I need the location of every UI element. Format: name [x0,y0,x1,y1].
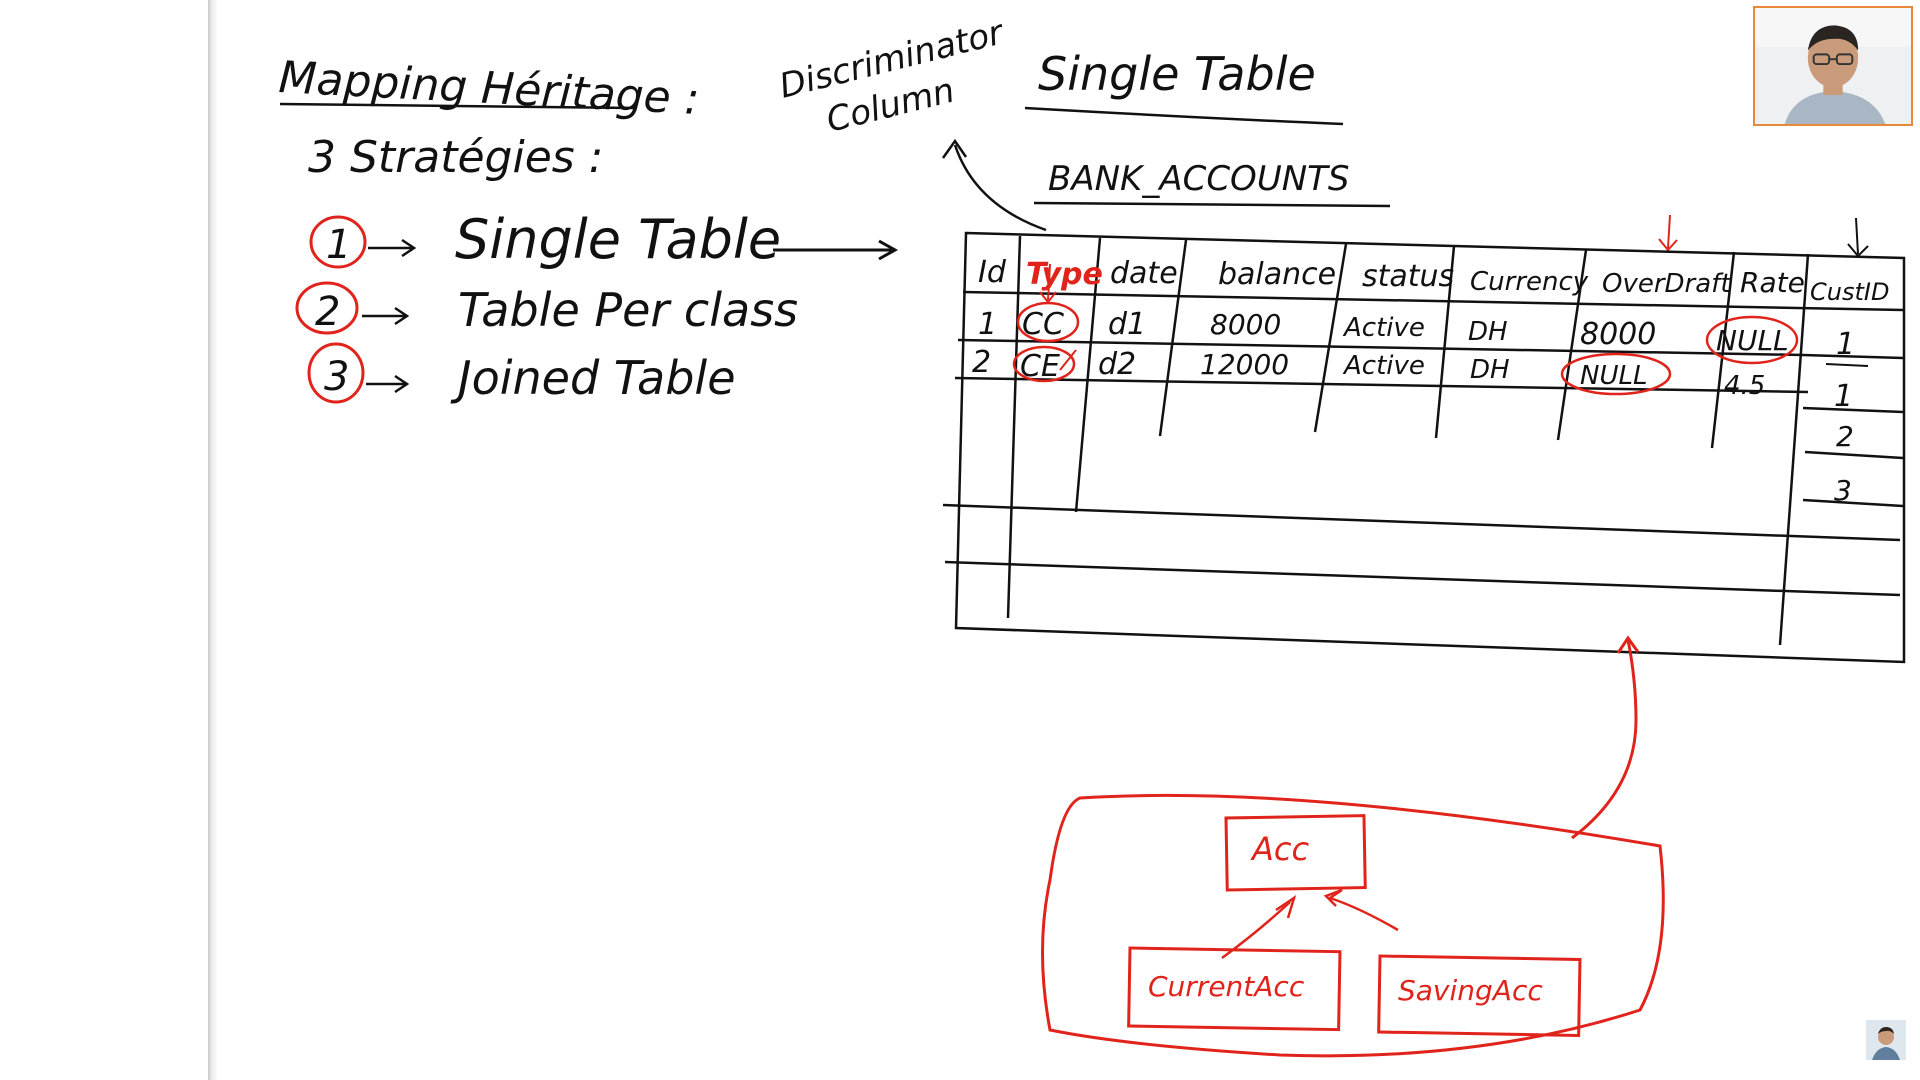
column-header-date: date [1110,256,1178,291]
class-saving-label: SavingAcc [1398,974,1543,1007]
left-gutter [0,0,208,1080]
column-header-balance: balance [1218,257,1336,292]
row1-rate-circle [1705,315,1799,365]
channel-avatar[interactable] [1866,1020,1906,1060]
row2-date: d2 [1098,347,1136,382]
class-diagram-frame [1041,793,1665,1058]
row2-custid: 1 [1834,379,1853,414]
row2-balance: 12000 [1200,348,1289,381]
bank-accounts-table [942,231,1906,664]
page-edge-shadow [208,0,218,1080]
row2-id: 2 [972,345,991,380]
presenter-webcam-icon [1755,8,1911,124]
custid-marker-arrow [1847,217,1869,258]
row2-type-circle [1012,345,1076,383]
strategy-3-number: 3 [324,354,349,400]
column-header-type: Type [1026,257,1103,292]
strategy-2-label: Table Per class [458,283,798,337]
inheritance-arrow-current [1221,895,1297,960]
class-current-label: CurrentAcc [1148,970,1305,1003]
column-header-custid: CustID [1810,278,1889,306]
presenter-webcam [1753,6,1913,126]
class-box-current [1127,946,1342,1032]
row1-balance: 8000 [1210,308,1281,341]
overdraft-marker-arrow [1658,214,1678,252]
column-header-currency: Currency [1470,267,1589,297]
column-header-rate: Rate [1740,266,1805,299]
inheritance-arrow-saving [1323,888,1399,932]
extra-custid-1: 2 [1836,420,1854,453]
class-diagram-arrow [1571,635,1640,840]
extra-custid-2: 3 [1834,474,1852,507]
strategies-heading: 3 Stratégies : [308,132,604,183]
row1-rate: NULL [1716,324,1789,357]
type-connector-arrow [1039,263,1077,371]
row2-type: CE [1020,349,1060,384]
strategy-1-arrow [368,238,417,258]
row2-status: Active [1342,351,1425,381]
class-box-parent [1224,814,1367,892]
strategy-1-number: 1 [326,222,351,268]
row1-id: 1 [978,307,997,342]
strategy-2-circle [295,281,359,335]
row1-custid: 1 [1836,327,1855,362]
row2-overdraft-circle [1560,352,1672,396]
channel-avatar-icon [1866,1020,1906,1060]
row2-currency: DH [1470,355,1510,385]
strategy-1-circle [309,215,367,269]
single-table-title: Single Table [1038,47,1316,101]
row2-overdraft: NULL [1580,361,1647,391]
class-parent-label: Acc [1250,830,1309,868]
single-table-underline [1024,106,1344,126]
column-header-status: status [1362,259,1454,294]
class-box-saving [1377,954,1582,1038]
row1-currency: DH [1468,317,1508,347]
table-name-underline [1033,201,1391,208]
row1-date: d1 [1108,307,1146,342]
heading-underline [279,102,636,110]
row2-rate: 4.5 [1724,371,1765,401]
strategy-3-label: Joined Table [450,351,736,405]
strategy-3-circle [307,342,365,404]
row1-custid-underline [1825,363,1869,367]
strategy-2-arrow [362,306,410,326]
strategy-1-label: Single Table [455,208,781,271]
strategy-2-number: 2 [315,289,340,335]
heading-mapping-heritage: Mapping Héritage : [277,52,700,125]
column-header-overdraft: OverDraft [1602,269,1731,299]
single-table-arrow [773,239,899,261]
row1-status: Active [1342,313,1425,343]
strategy-3-arrow [366,374,410,394]
row1-type: CC [1022,307,1064,342]
table-name: BANK_ACCOUNTS [1048,159,1349,199]
column-header-id: Id [978,255,1007,290]
row1-overdraft: 8000 [1580,317,1656,352]
discriminator-arrow [941,138,1047,232]
